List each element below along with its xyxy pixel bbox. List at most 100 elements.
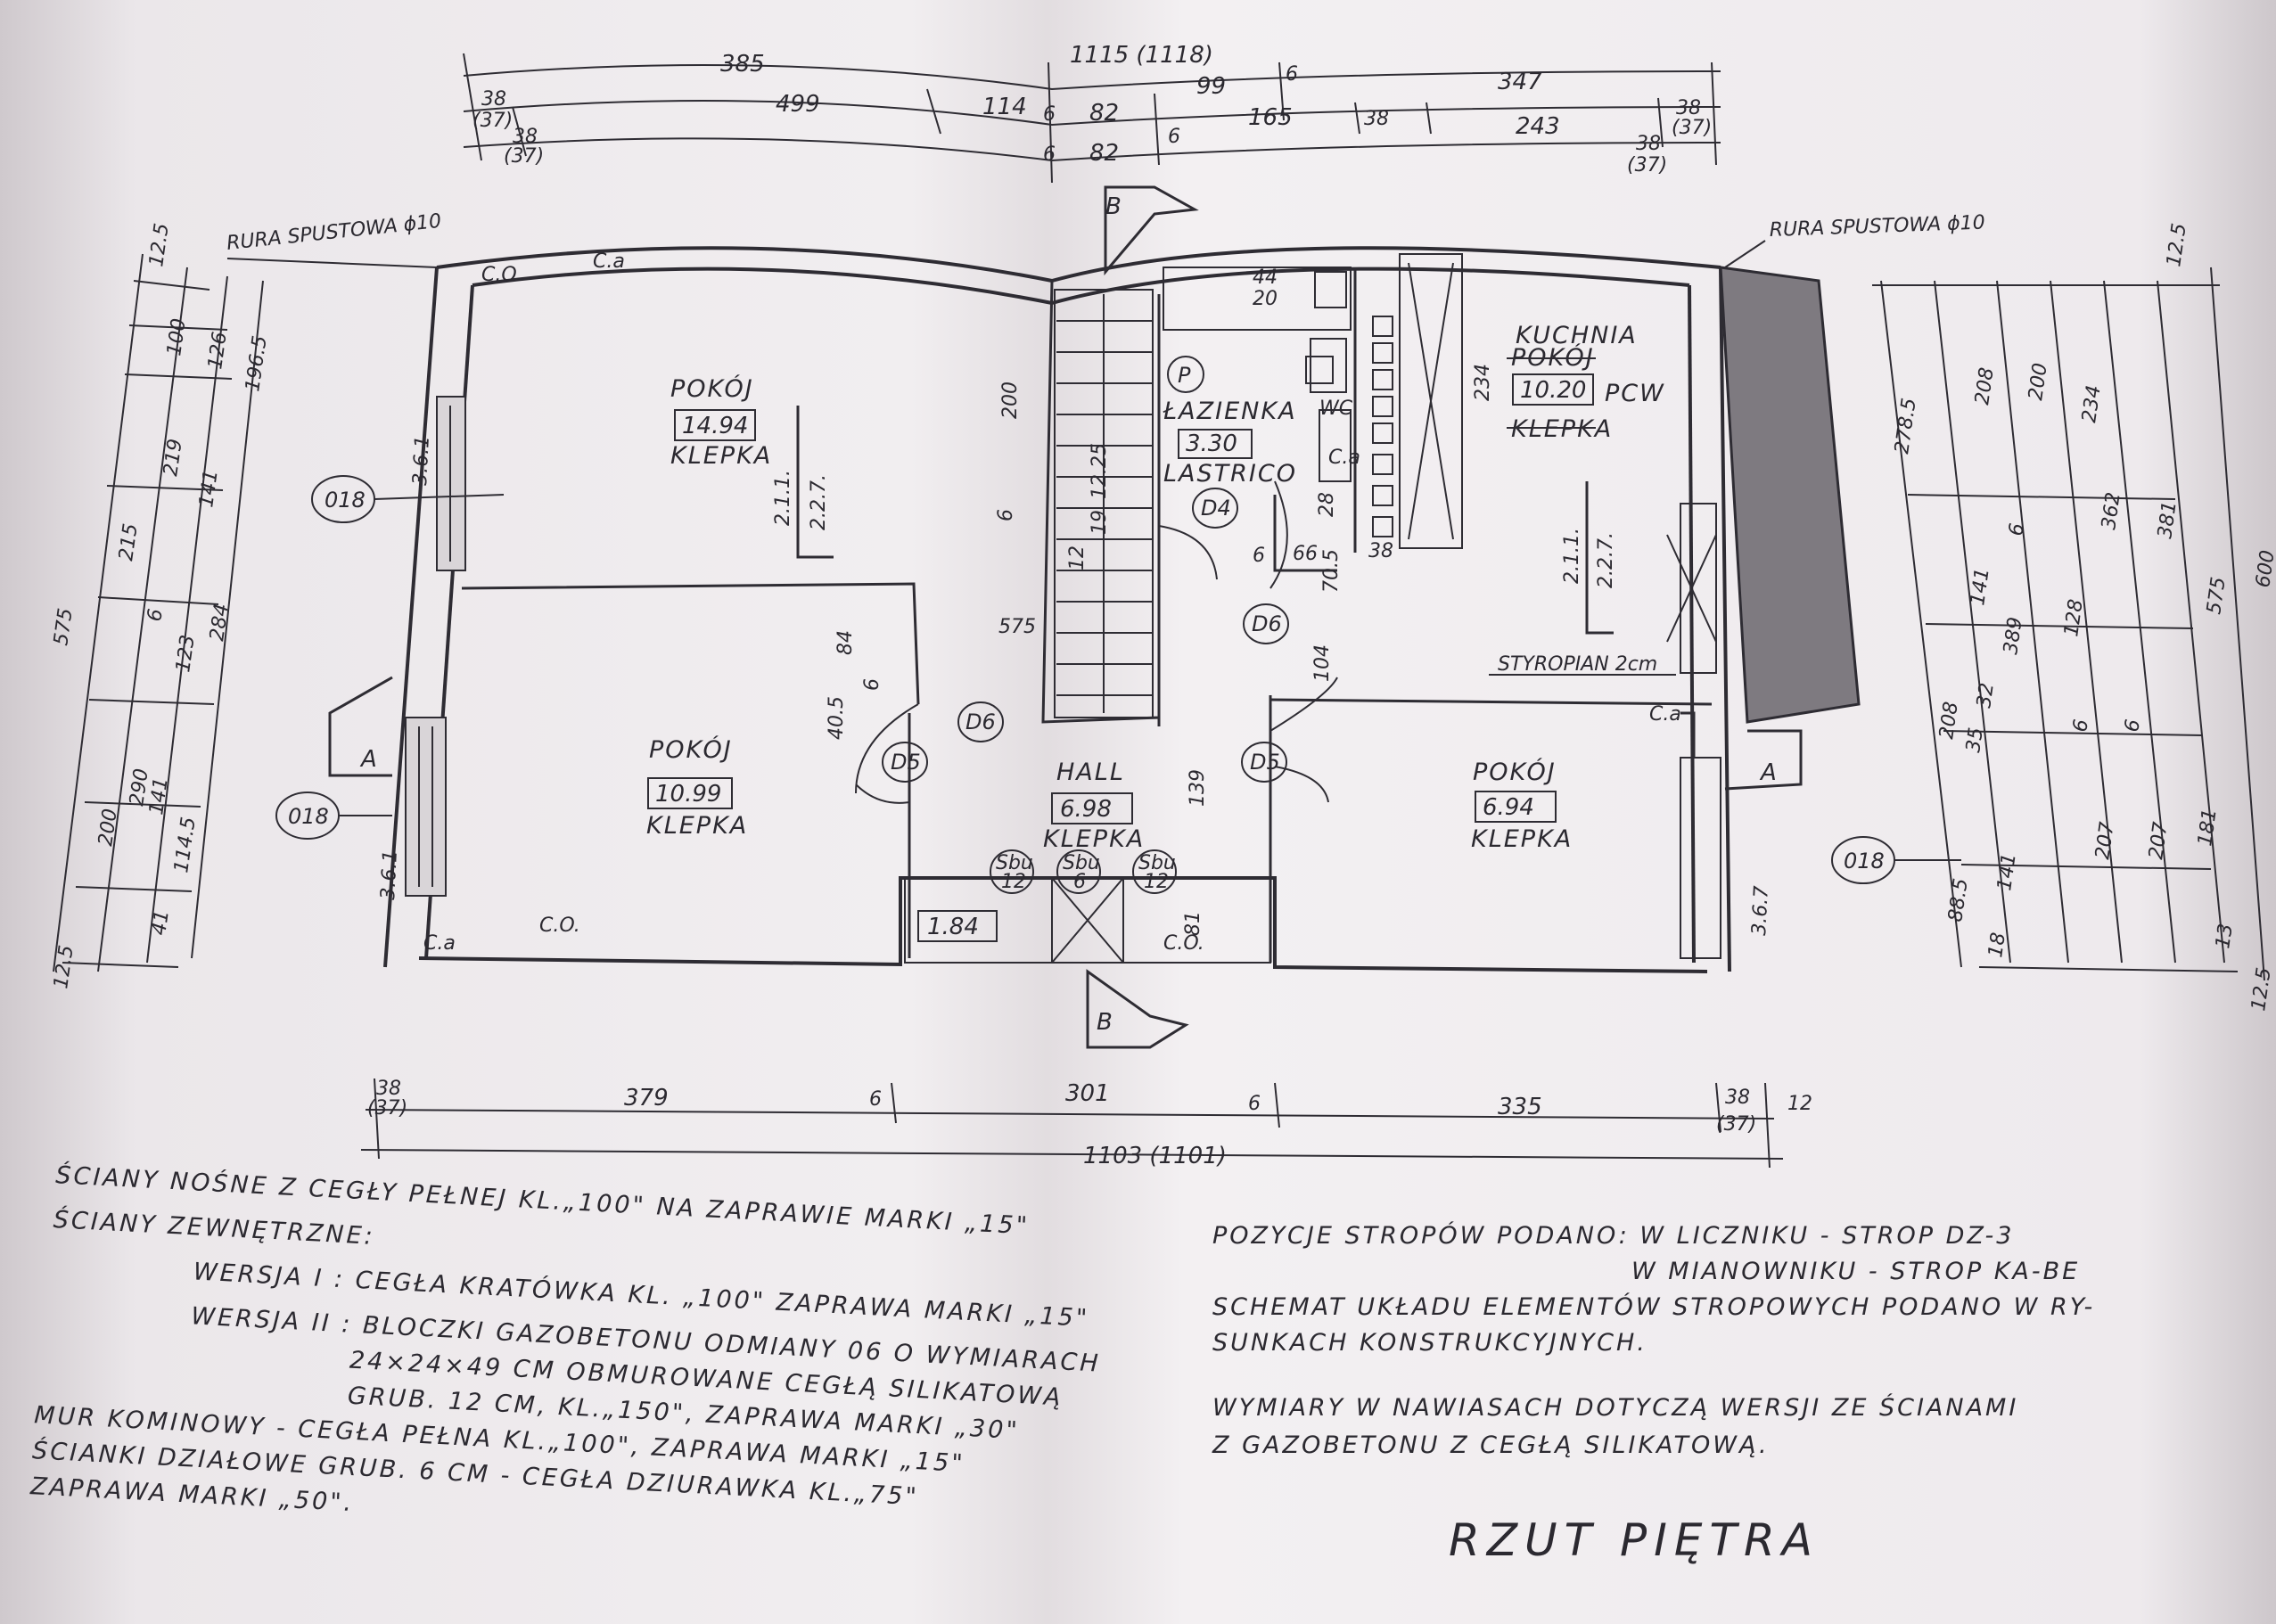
idim-139: 139 — [1187, 769, 1209, 807]
left-dim-126: 126 — [204, 331, 232, 371]
ca-label-3: C.a — [1649, 703, 1681, 726]
bottom-dim-total: 1103 (1101) — [1083, 1143, 1227, 1169]
bottom-dim-37a: (37) — [367, 1097, 407, 1120]
wall-code-361-bottom: 3.6.1 — [377, 849, 402, 900]
rura-left-label: RURA SPUSTOWA ɸ10 — [226, 210, 442, 255]
wall-code-367: 3.6.7 — [1748, 885, 1773, 936]
right-dim-208b: 208 — [1935, 701, 1963, 741]
room-name: POKÓJ — [1473, 758, 1557, 786]
svg-text:6: 6 — [1073, 871, 1086, 893]
right-dim-381: 381 — [2154, 500, 2182, 540]
section-b-bottom: B — [1086, 969, 1189, 1049]
right-dim-208a: 208 — [1971, 366, 1999, 406]
idim-81: 81 — [1182, 911, 1204, 936]
idim-6b: 6 — [861, 678, 883, 691]
top-dim-499: 499 — [776, 91, 820, 118]
right-dim-35: 35 — [1962, 726, 1988, 754]
svg-text:2.2.7.: 2.2.7. — [1595, 532, 1617, 588]
svg-text:D6: D6 — [965, 709, 996, 734]
right-dim-141a: 141 — [1967, 567, 1994, 607]
idim-stairs-19: 19 — [1089, 510, 1111, 535]
axis-bubble-left-bottom: 018 — [275, 791, 392, 840]
top-dim-243: 243 — [1516, 113, 1560, 140]
bottom-dimension-lines — [360, 1078, 1784, 1169]
left-dim-219: 219 — [160, 438, 187, 478]
svg-text:P: P — [1178, 363, 1191, 388]
section-a-right: A — [1724, 729, 1803, 791]
top-dim-6c: 6 — [1043, 144, 1056, 166]
note-right-3: SCHEMAT UKŁADU ELEMENTÓW STROPOWYCH PODA… — [1212, 1292, 2095, 1321]
top-dim-37a: (37) — [472, 110, 513, 132]
right-dim-88-5: 88.5 — [1944, 877, 1973, 923]
top-dim-38c: 38 — [1676, 97, 1701, 119]
top-dimension-lines — [463, 53, 1721, 184]
idim-234: 234 — [1472, 364, 1494, 401]
rura-leader-lines — [226, 240, 1766, 268]
svg-text:Sbu: Sbu — [1063, 852, 1100, 874]
room-pokoj-6-94: POKÓJ 6.94 KLEPKA — [1471, 758, 1571, 853]
left-dim-12-5b: 12.5 — [50, 944, 78, 990]
idim-40-5: 40.5 — [826, 696, 848, 740]
svg-text:Sbu: Sbu — [1138, 852, 1176, 874]
right-dim-128: 128 — [2060, 598, 2088, 638]
right-dim-6c: 6 — [2121, 718, 2145, 733]
top-dim-385: 385 — [720, 51, 765, 78]
top-dim-82a: 82 — [1089, 100, 1119, 127]
left-dim-200: 200 — [94, 808, 122, 848]
drawing-title: RZUT PIĘTRA — [1449, 1514, 1820, 1566]
door-d6-middle: D6 — [1243, 603, 1289, 644]
right-dim-389: 389 — [2000, 616, 2027, 656]
ca-label-4: C.a — [1328, 447, 1360, 469]
vent-sbu-1: Sbu 12 — [990, 849, 1034, 894]
ca-label-2: C.a — [423, 932, 456, 955]
right-dim-234: 234 — [2078, 384, 2106, 424]
note-left-2: ŚCIANY ZEWNĘTRZNE: — [53, 1205, 375, 1251]
top-dim-6b: 6 — [1043, 103, 1056, 126]
door-d5-left: D5 — [882, 742, 928, 783]
rura-right-label: RURA SPUSTOWA ɸ10 — [1769, 212, 1985, 242]
bottom-dim-6a: 6 — [869, 1088, 882, 1111]
bottom-dim-301: 301 — [1065, 1080, 1110, 1107]
room-lazienka-3-30: ŁAZIENKA 3.30 LASTRICO — [1163, 398, 1297, 488]
top-dim-6: 6 — [1286, 63, 1298, 86]
left-dim-284: 284 — [206, 603, 234, 643]
hall-ventilation-grid — [904, 877, 1271, 964]
room-handwritten: KUCHNIA — [1516, 322, 1638, 349]
left-dim-41: 41 — [148, 909, 174, 937]
door-swings — [855, 480, 1338, 804]
right-dim-32: 32 — [1973, 682, 1999, 709]
bottom-dim-335: 335 — [1498, 1094, 1542, 1120]
room-name: POKÓJ — [649, 735, 733, 764]
top-dim-38d: 38 — [513, 126, 538, 148]
top-dim-37c: (37) — [1672, 117, 1712, 139]
left-dim-12-5a: 12.5 — [145, 222, 174, 268]
styropian-label: STYROPIAN 2cm — [1498, 653, 1657, 676]
room-area: 3.30 — [1186, 431, 1237, 457]
idim-200: 200 — [999, 381, 1022, 419]
room-name: HALL — [1056, 759, 1125, 786]
svg-text:018: 018 — [1844, 849, 1885, 874]
room-hall-6-98: HALL 6.98 KLEPKA — [1043, 759, 1143, 853]
wall-code-361-top: 3.6.1 — [409, 435, 434, 486]
svg-text:D6: D6 — [1252, 611, 1282, 636]
right-dim-13: 13 — [2212, 923, 2238, 950]
top-dim-37e: (37) — [1627, 154, 1667, 176]
door-d5-right: D5 — [1241, 742, 1287, 783]
left-dim-215: 215 — [115, 522, 143, 562]
right-dim-181: 181 — [2194, 808, 2222, 848]
idim-66: 66 — [1293, 543, 1318, 565]
idim-stairs-12: 12 — [1066, 545, 1089, 570]
right-dim-575: 575 — [2203, 576, 2231, 616]
idim-104: 104 — [1311, 644, 1334, 682]
svg-text:12: 12 — [1144, 871, 1169, 893]
svg-text:Sbu: Sbu — [996, 852, 1033, 874]
svg-text:2.1.1.: 2.1.1. — [772, 470, 794, 526]
right-dim-362: 362 — [2098, 491, 2125, 531]
right-dim-207a: 207 — [2091, 821, 2119, 861]
room-name: ŁAZIENKA — [1163, 398, 1297, 425]
right-dim-12-5a: 12.5 — [2163, 222, 2191, 268]
top-dim-38a: 38 — [481, 88, 506, 111]
top-dim-82b: 82 — [1089, 140, 1119, 167]
note-right-2: W MIANOWNIKU - STROP KA-BE — [1631, 1258, 2080, 1285]
